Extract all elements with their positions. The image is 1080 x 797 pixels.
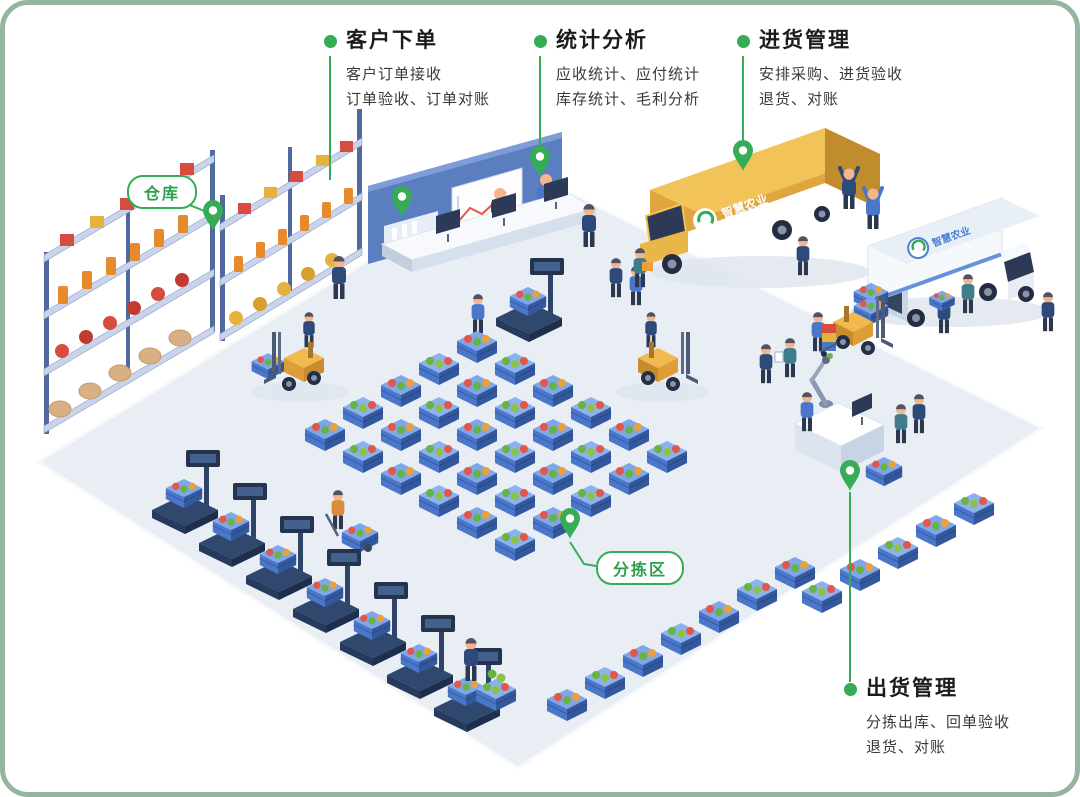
callout-title: 进货管理 bbox=[759, 29, 851, 52]
checkout-station bbox=[793, 353, 926, 487]
clipboard-icon bbox=[774, 351, 784, 363]
callout-purchase: 进货管理 安排采购、进货验收 退货、对账 bbox=[737, 28, 967, 114]
callout-title: 客户下单 bbox=[346, 29, 438, 52]
robot-arm bbox=[809, 353, 833, 408]
callout-line: 退货、对账 bbox=[759, 91, 840, 109]
white-truck: 智慧农业 bbox=[833, 197, 1055, 355]
callout-line: 分拣出库、回单验收 bbox=[866, 714, 1011, 732]
callout-line: 应收统计、应付统计 bbox=[556, 66, 701, 84]
green-dot-icon bbox=[324, 35, 337, 48]
cheering-worker bbox=[862, 186, 884, 231]
callout-title: 统计分析 bbox=[556, 29, 648, 52]
callout-line: 退货、对账 bbox=[866, 739, 947, 757]
carried-box bbox=[642, 262, 653, 271]
green-dot-icon bbox=[534, 35, 547, 48]
monitor-icon bbox=[436, 177, 568, 242]
callout-statistics: 统计分析 应收统计、应付统计 库存统计、毛利分析 bbox=[534, 28, 764, 114]
connector-lines bbox=[181, 56, 851, 682]
green-dot-icon bbox=[737, 35, 750, 48]
callout-title: 出货管理 bbox=[866, 677, 958, 700]
cheering-worker bbox=[838, 166, 860, 211]
callout-customer-order: 客户下单 客户订单接收 订单验收、订单对账 bbox=[324, 28, 554, 114]
area-label-warehouse: 仓库 bbox=[127, 175, 198, 209]
office-area bbox=[368, 132, 598, 272]
callout-line: 安排采购、进货验收 bbox=[759, 66, 904, 84]
rack-goods bbox=[48, 163, 194, 418]
callout-line: 订单验收、订单对账 bbox=[346, 91, 491, 109]
bottom-worker bbox=[464, 638, 517, 712]
driver bbox=[1041, 292, 1055, 332]
floor bbox=[35, 166, 1046, 770]
forklift-center bbox=[616, 312, 708, 402]
callout-line: 客户订单接收 bbox=[346, 66, 443, 84]
office-counter bbox=[380, 191, 598, 272]
area-label-sorting: 分拣区 bbox=[596, 551, 685, 585]
callout-shipping: 出货管理 分拣出库、回单验收 退货、对账 bbox=[844, 676, 1074, 762]
supervisors bbox=[759, 312, 837, 384]
callout-line: 库存统计、毛利分析 bbox=[556, 91, 701, 109]
forklift-racks bbox=[251, 312, 348, 402]
pos-monitor bbox=[852, 393, 872, 417]
green-dot-icon bbox=[844, 683, 857, 696]
yellow-truck: 智慧农业 bbox=[633, 128, 884, 288]
rack-goods bbox=[229, 141, 353, 325]
